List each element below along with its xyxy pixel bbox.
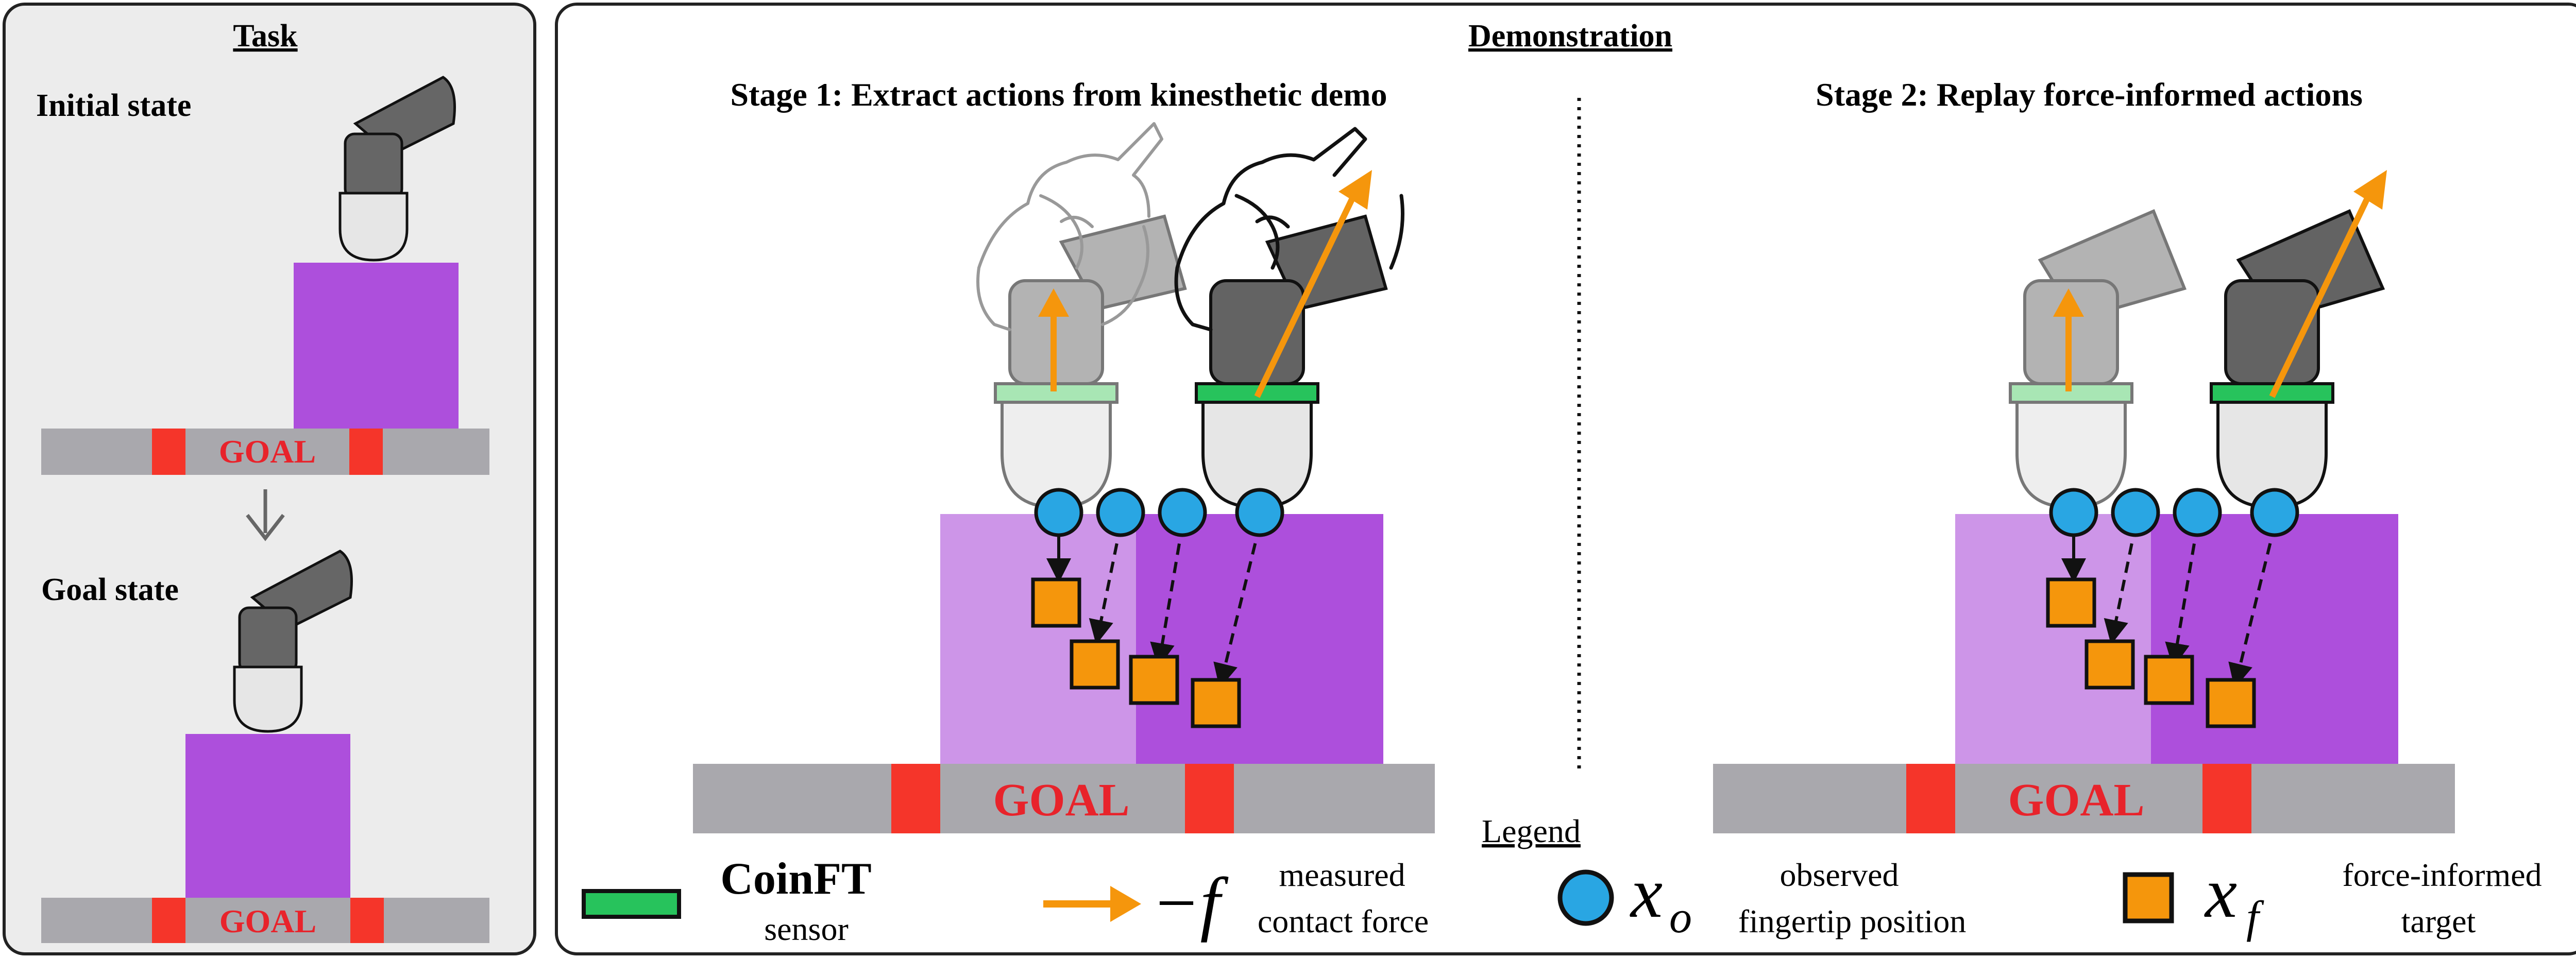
goal-label-initial: GOAL (219, 433, 316, 470)
coinft-name: CoinFT (720, 854, 871, 904)
obs-desc-line2: fingertip position (1738, 903, 1967, 939)
target-desc-line2: target (2401, 903, 2476, 939)
goal-bar-goal: GOAL (41, 898, 489, 943)
finger-goal (233, 550, 353, 733)
stage1-scene: GOAL (693, 122, 1435, 833)
stage2-title: Stage 2: Replay force-informed actions (1816, 76, 2363, 113)
target-symbol: x (2204, 853, 2237, 933)
coinft-swatch (582, 889, 681, 919)
legend-coinft: CoinFT sensor (582, 854, 872, 947)
block-initial (294, 263, 459, 429)
stage1-title: Stage 1: Extract actions from kinestheti… (730, 76, 1387, 113)
markers-stage2 (2046, 488, 2299, 728)
finger-initial (338, 76, 456, 262)
target-desc-line1: force-informed (2342, 857, 2541, 893)
finger-light-stage2 (2009, 209, 2187, 509)
target-marker (2123, 872, 2174, 923)
legend: Legend CoinFT sensor −f measured contact… (582, 813, 2542, 947)
legend-force: −f measured contact force (1043, 857, 1429, 943)
force-symbol: −f (1151, 863, 1229, 943)
finger-light-stage1 (994, 214, 1187, 509)
obs-subscript: o (1669, 893, 1692, 943)
hand-light-stage1 (976, 122, 1163, 331)
force-desc-line2: contact force (1258, 903, 1429, 939)
force-desc-line1: measured (1279, 857, 1405, 893)
hand-dark-stage1 (1174, 127, 1404, 332)
demo-title: Demonstration (1468, 19, 1672, 54)
legend-observed: x o observed fingertip position (1557, 853, 1967, 943)
legend-target: x f force-informed target (2123, 853, 2542, 943)
coinft-desc: sensor (764, 911, 849, 947)
goal-bar-initial: GOAL (41, 429, 489, 475)
goal-label-stage1: GOAL (993, 775, 1129, 826)
stage2-scene: GOAL (1713, 170, 2455, 833)
obs-symbol: x (1630, 853, 1663, 933)
finger-dark-stage1 (1195, 170, 1388, 509)
block-goal (185, 734, 350, 898)
demo-panel: Demonstration Stage 1: Extract actions f… (555, 3, 2576, 955)
down-arrow (246, 489, 285, 541)
obs-desc-line1: observed (1780, 857, 1899, 893)
initial-state-label: Initial state (36, 88, 191, 123)
observed-marker (1557, 869, 1614, 926)
goal-label-goal: GOAL (219, 903, 316, 939)
markers-stage1 (1031, 488, 1284, 728)
goal-state-label: Goal state (41, 572, 179, 607)
goal-label-stage2: GOAL (2008, 775, 2144, 826)
legend-title: Legend (1482, 813, 1581, 849)
finger-dark-stage2 (2210, 170, 2387, 509)
task-title: Task (233, 19, 298, 54)
task-panel: Task Initial state GOAL Goal state (3, 3, 536, 955)
